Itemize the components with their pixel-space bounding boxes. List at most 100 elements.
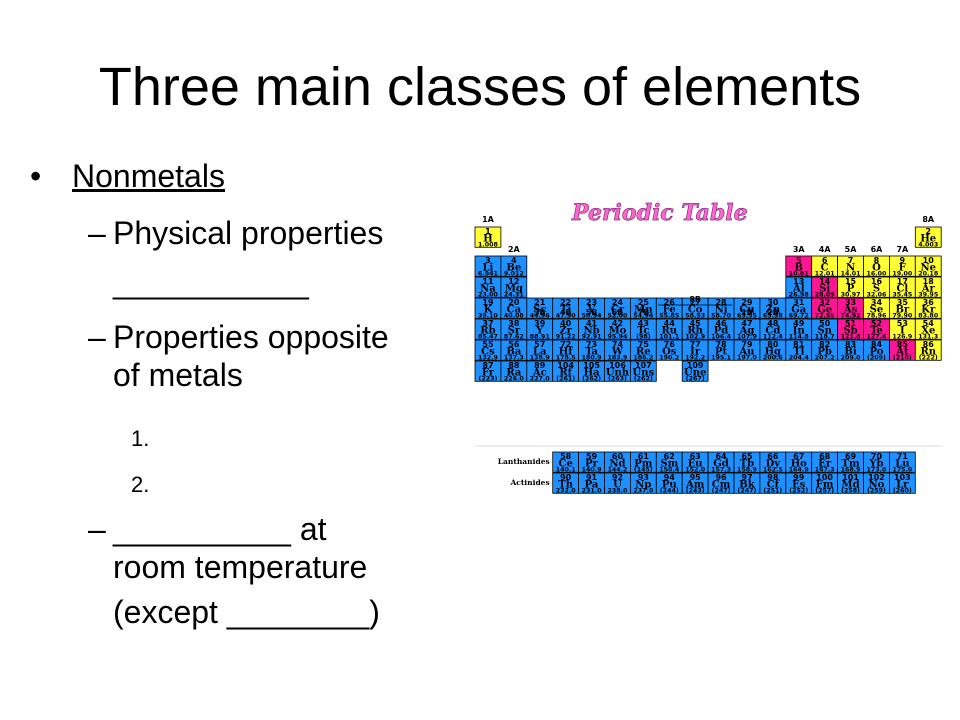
atomic-mass: 50.94 [582,313,603,320]
element-cell-bg [914,297,942,319]
element-symbol: Rb [480,326,495,337]
atomic-number: 22 [560,298,571,307]
group-label: 8A [922,215,935,224]
atomic-mass: 140.1 [556,467,576,474]
element-symbol: Er [818,459,832,470]
element-symbol: C [821,263,829,274]
element-symbol: Sr [508,326,521,337]
atomic-mass: (259) [867,488,886,495]
atomic-mass: 167.3 [815,467,835,474]
element-symbol: Md [842,480,860,491]
atomic-mass: 63.55 [737,313,757,320]
atomic-mass: 23.00 [478,292,499,299]
atomic-number: 72 [560,340,571,349]
atomic-mass: 192.2 [685,355,705,362]
element-symbol: B [795,263,803,274]
atomic-mass: 164.9 [789,467,809,474]
atomic-mass: 127.6 [866,334,887,341]
atomic-number: 45 [690,319,702,328]
atomic-number: 99 [793,473,805,482]
element-cell-bg [681,360,709,382]
element-symbol: Tc [637,326,649,337]
atomic-number: 29 [741,298,753,307]
atomic-mass: (262) [582,376,601,383]
atomic-mass: (257) [815,488,834,495]
element-symbol: Xe [921,326,935,337]
atomic-number: 85 [897,340,909,349]
element-symbol: K [484,305,493,316]
element-symbol: No [869,480,885,491]
dash-marker: – [88,319,106,355]
atomic-mass: 112.4 [763,334,784,341]
atomic-number: 106 [609,361,626,370]
group-label: 4A [819,245,832,254]
atomic-number: 32 [819,298,830,307]
actinides-label: Actinides [509,478,549,487]
atomic-mass: 19.00 [892,271,913,278]
element-symbol: H [483,234,492,245]
atomic-mass: 144.2 [607,467,627,474]
element-symbol: Pa [585,480,599,491]
element-symbol: Se [870,305,884,316]
lanthanides-label: Lanthanides [498,457,550,466]
atomic-number: 107 [635,361,652,370]
element-symbol: Ac [532,368,547,379]
atomic-mass: 137.3 [504,355,524,362]
element-symbol: Na [480,284,496,295]
element-symbol: Hf [559,347,573,358]
atomic-mass: 30.97 [841,292,861,299]
element-symbol: Ba [506,347,521,358]
group-label: 2B [767,308,779,317]
element-symbol: Ha [584,368,600,379]
atomic-mass: 58.93 [685,313,705,320]
atomic-mass: 32.06 [866,292,887,299]
atomic-number: 69 [845,452,857,461]
element-symbol: Hg [765,347,781,358]
atomic-mass: 232.0 [556,488,577,495]
atomic-number: 49 [793,319,805,328]
element-symbol: Te [870,326,883,337]
atomic-mass: (222) [919,355,938,362]
element-symbol: Bi [844,347,856,358]
atomic-number: 47 [741,319,752,328]
atomic-number: 68 [819,452,831,461]
element-symbol: Am [685,480,705,491]
atomic-mass: (262) [634,376,653,383]
atomic-number: 95 [690,473,702,482]
atomic-number: 102 [868,473,885,482]
atomic-mass: 183.9 [607,355,627,362]
item-properties-opposite: Properties opposite [113,319,389,355]
element-symbol: Eu [688,459,703,470]
element-symbol: Mg [505,284,523,295]
atomic-mass: (251) [763,488,782,495]
atomic-number: 86 [923,340,935,349]
element-symbol: Si [819,284,830,295]
atomic-number: 62 [664,452,675,461]
